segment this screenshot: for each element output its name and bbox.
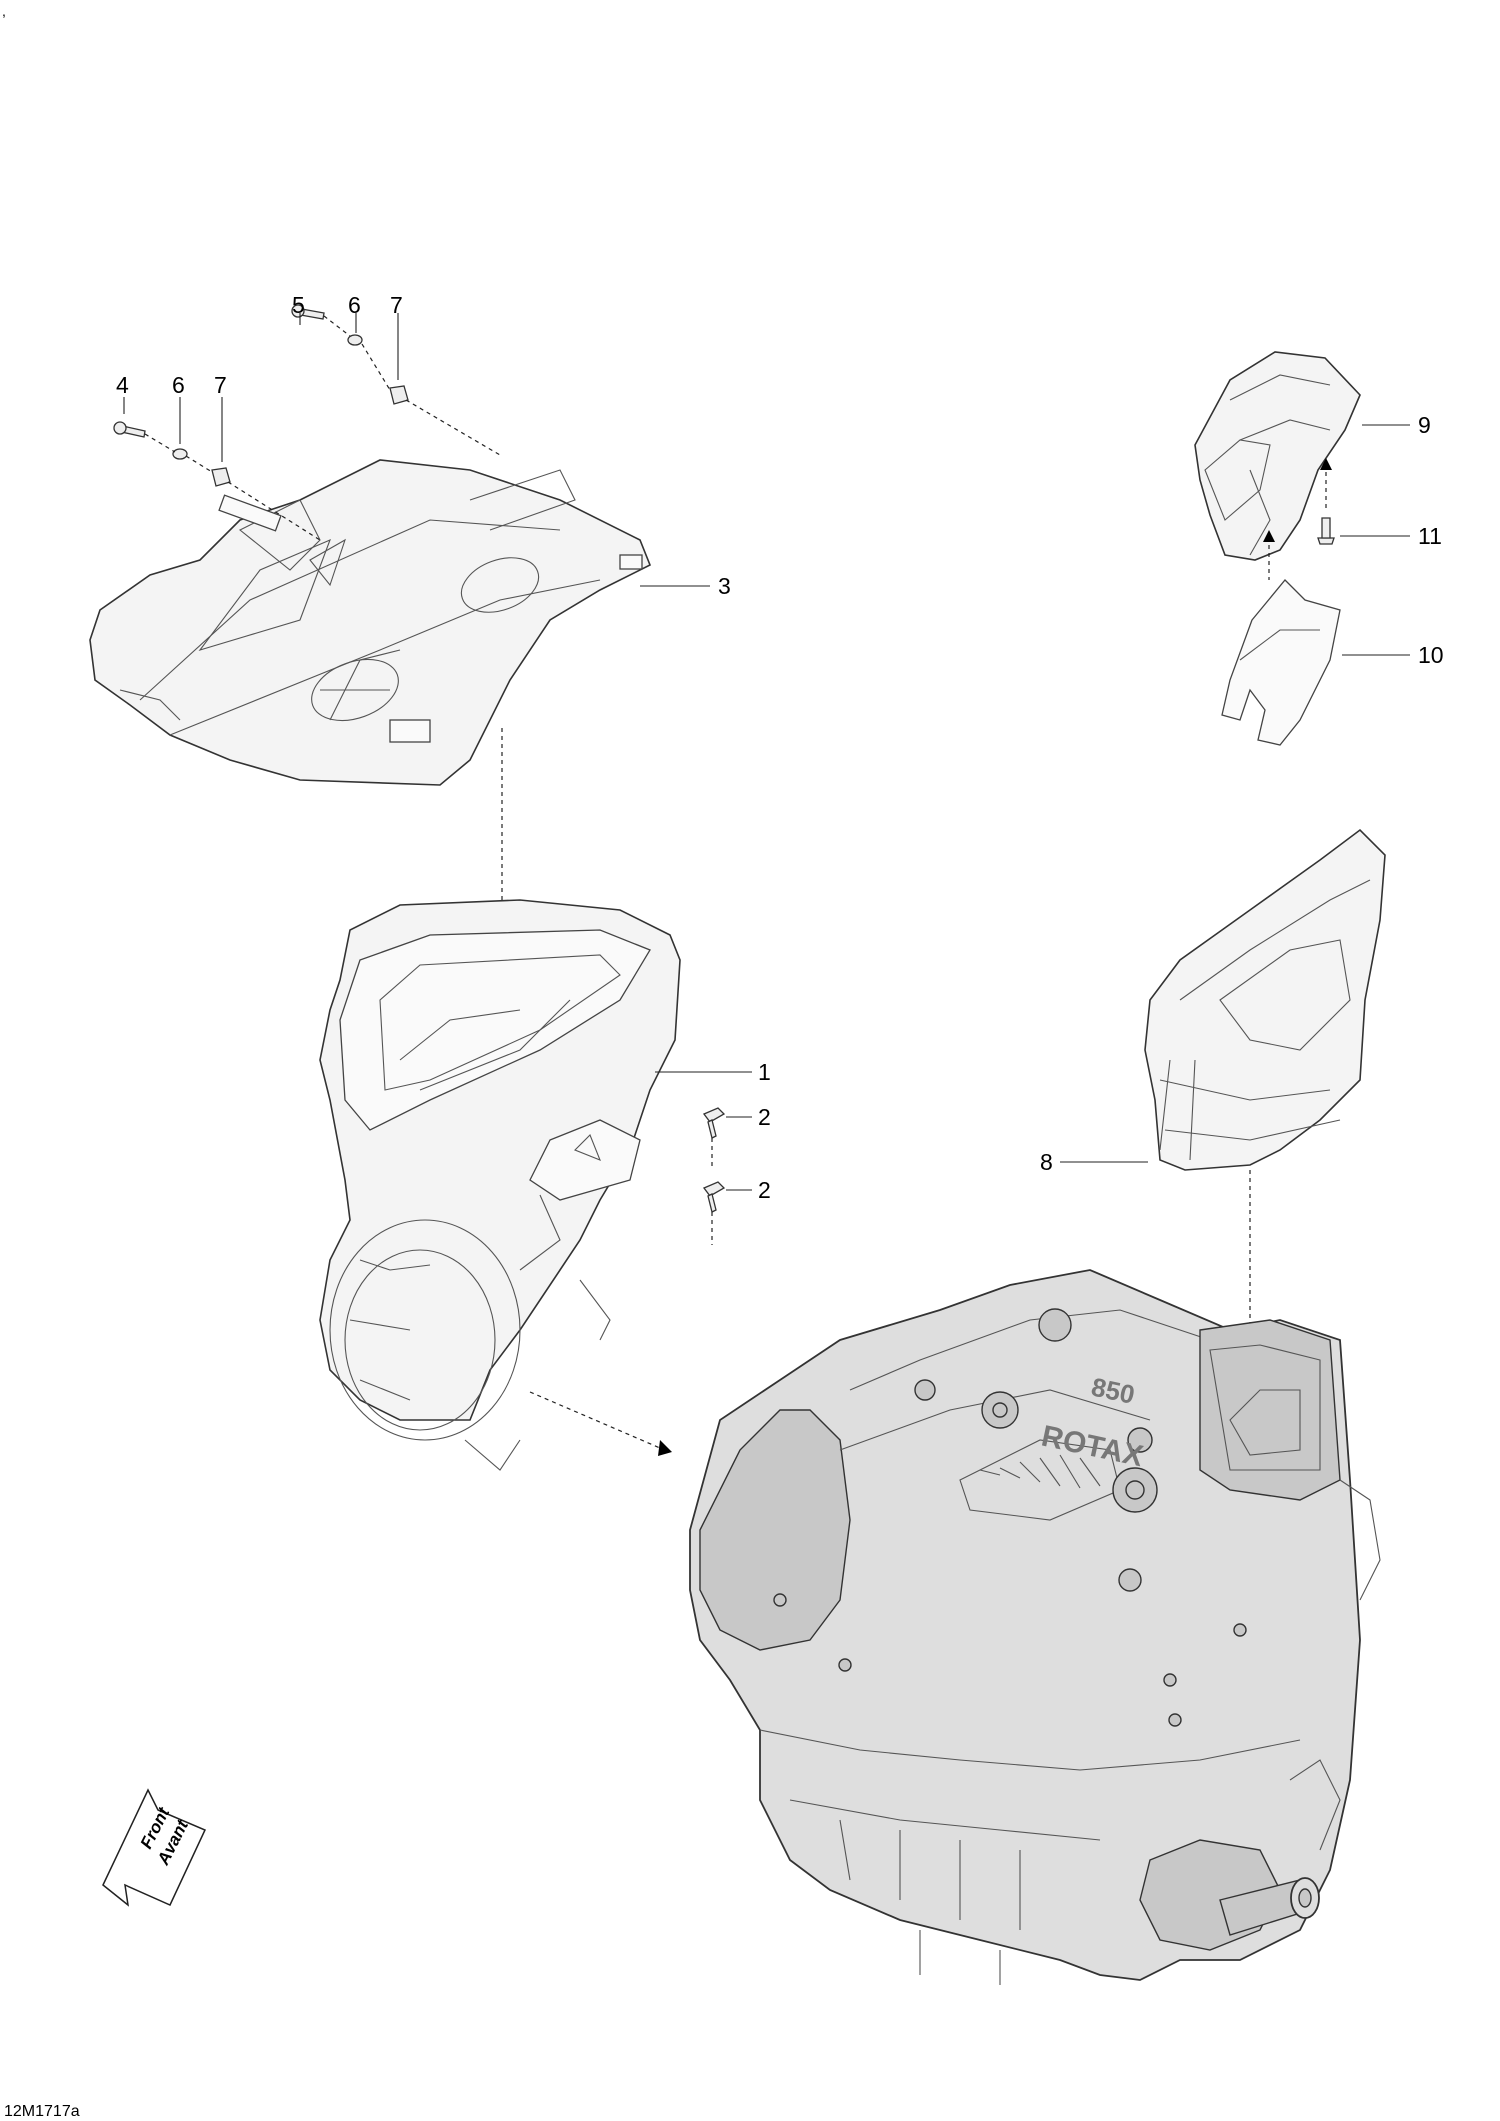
screws-2 [702,1107,726,1245]
callout-1: 1 [758,1059,771,1085]
callout-2-upper: 2 [758,1104,771,1130]
front-arrow-icon [102,1788,207,1907]
part-1-fan-housing [319,899,681,1471]
screw-11 [1317,458,1335,545]
hardware-left-set [113,421,321,541]
engine-assembly: 850 ROTAX [689,1269,1381,1985]
callout-11: 11 [1418,523,1442,549]
callout-6-left: 6 [172,372,185,398]
corner-mark: , [2,3,6,19]
part-8-intake-duct [1144,828,1386,1171]
callout-7-left: 7 [214,372,227,398]
hardware-right-set [291,304,501,456]
callout-5: 5 [292,292,305,318]
callout-2-lower: 2 [758,1177,771,1203]
part-10-insulation [1221,579,1341,746]
callout-3: 3 [718,573,731,599]
figure-id: 12M1717a [4,2103,80,2120]
part-9-cover [1194,351,1361,561]
callout-4: 4 [116,372,129,398]
callout-8: 8 [1040,1149,1053,1175]
part-3-top-cover [89,459,652,786]
callout-7-right: 7 [390,292,403,318]
direction-badge: Front Avant [102,1788,207,1907]
callout-6-right: 6 [348,292,361,318]
callout-9: 9 [1418,412,1431,438]
callout-10: 10 [1418,642,1444,668]
